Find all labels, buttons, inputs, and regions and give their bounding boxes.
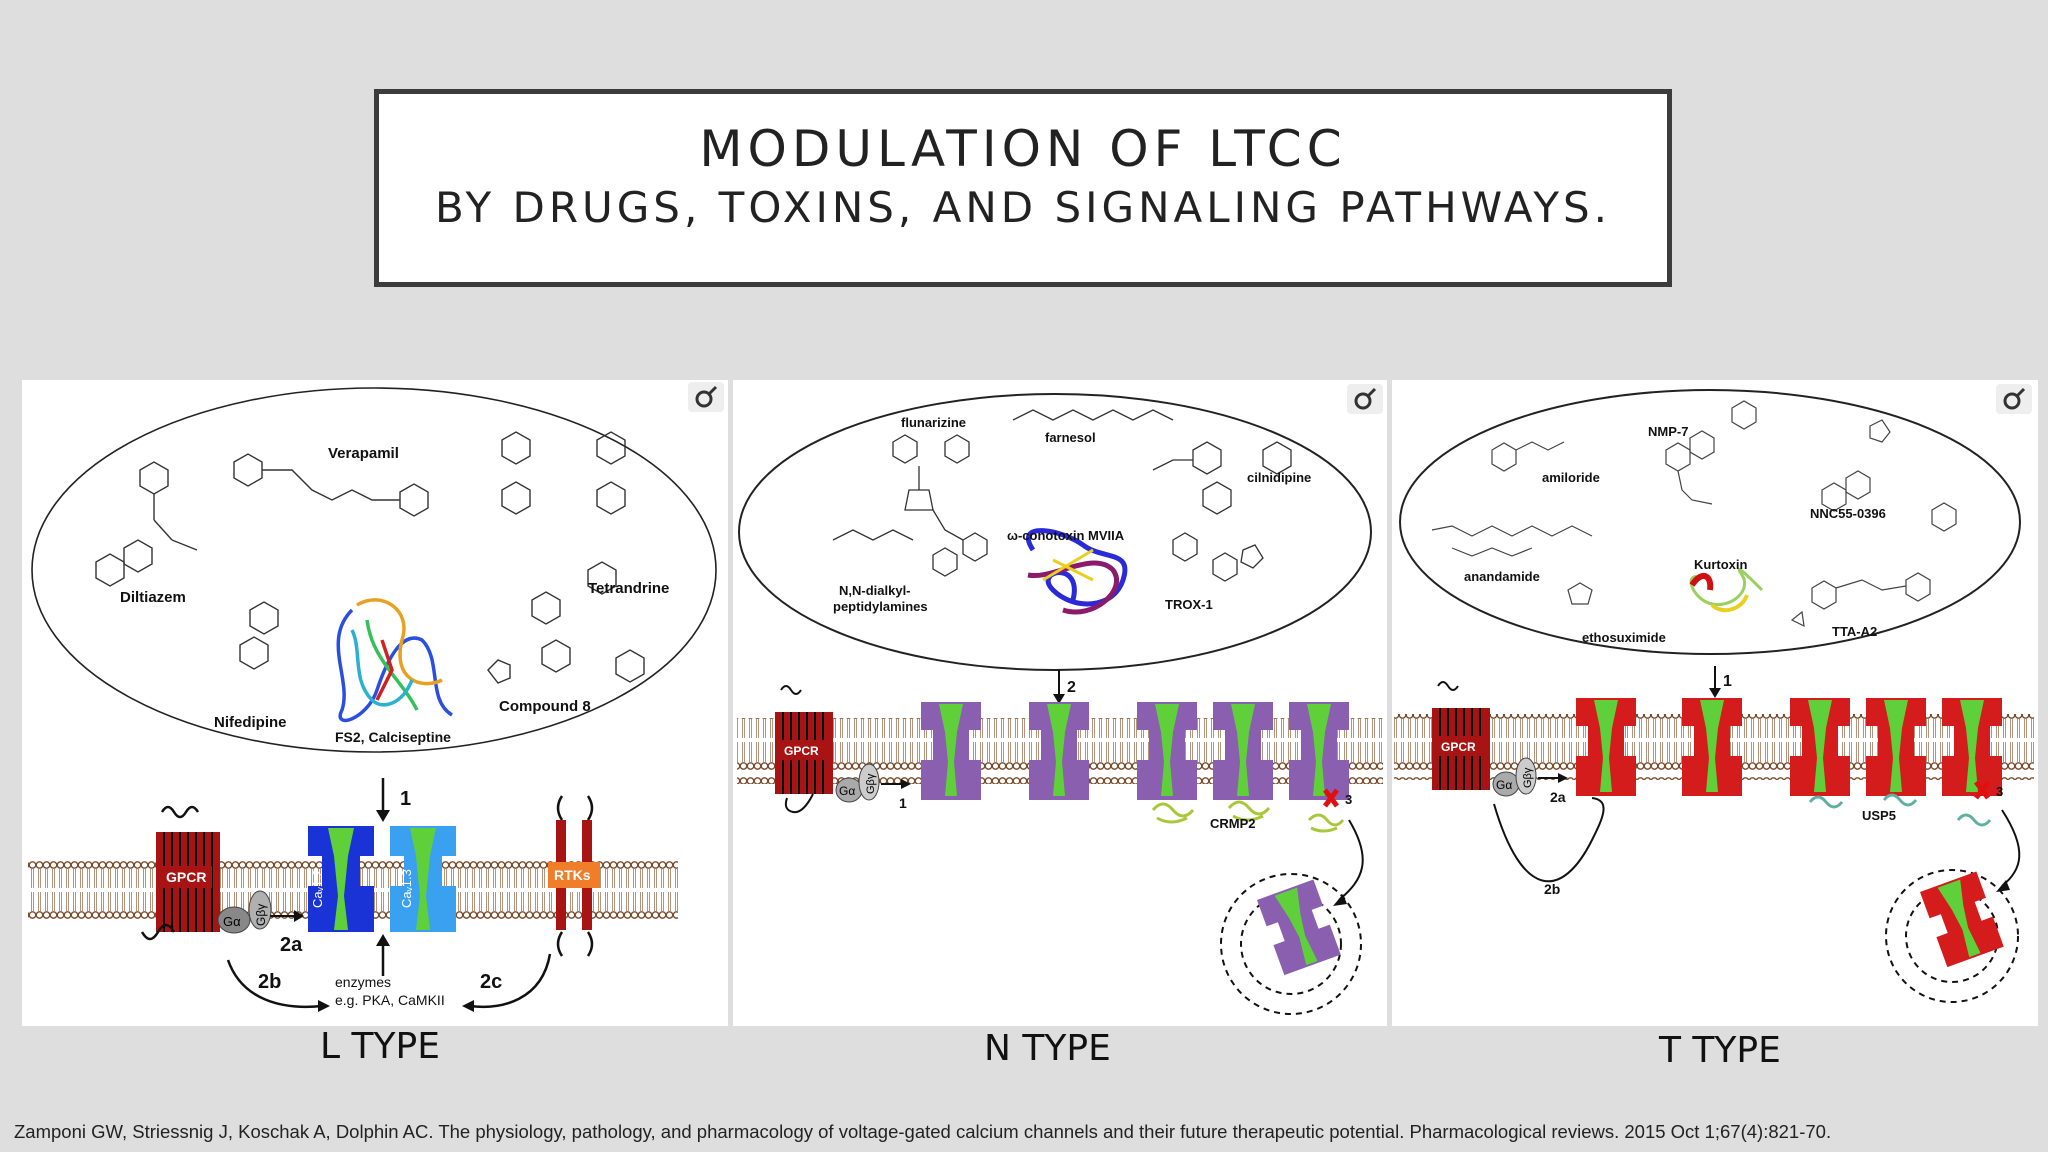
internalized-channel [1257,879,1341,976]
molecule-structures [95,431,645,684]
citation: Zamponi GW, Striessnig J, Koschak A, Dol… [14,1121,1832,1142]
rtk: RTKs [548,795,600,957]
svg-text:Gβγ: Gβγ [1522,767,1534,788]
gpcr: GPCR [775,685,833,814]
gpcr: GPCR [140,805,220,941]
compound-flunarizine: flunarizine [901,415,966,430]
compound-anandamide: anandamide [1464,569,1540,584]
channel-cav13: Caᵥ1.3 [390,826,456,932]
compound-cilnidipine: cilnidipine [1247,470,1311,485]
compound-kurtoxin: Kurtoxin [1694,557,1748,572]
g-beta-gamma [248,890,272,930]
compound-ellipse [738,393,1372,671]
svg-text:3: 3 [1345,792,1352,807]
compound-conotoxin: ω-conotoxin MVIIA [1007,528,1125,543]
label-enzymes: enzymes [335,974,391,990]
compound-farnesol: farnesol [1045,430,1096,445]
svg-text:Gβγ: Gβγ [254,904,268,926]
usp5-proteins [1808,793,1992,827]
compound-amiloride: amiloride [1542,470,1600,485]
label-enzymes-eg: e.g. PKA, CaMKII [335,992,445,1008]
compound-tetrandrine: Tetrandrine [588,580,669,597]
x-mark [1974,780,1990,800]
compound-trox1: TROX-1 [1165,597,1213,612]
caption-t-type: T TYPE [1659,1030,1781,1071]
g-beta-gamma [858,763,880,801]
compound-fs2-calciseptine: FS2, Calciseptine [335,729,451,745]
title-line1: MODULATION OF LTCC [699,120,1347,178]
label-usp5: USP5 [1862,808,1896,823]
compound-diltiazem: Diltiazem [120,589,186,606]
compound-peptidylamines: peptidylamines [833,599,928,614]
compound-ellipse [31,387,717,753]
compound-compound8: Compound 8 [499,698,591,715]
panel-l-type: Verapamil Diltiazem Tetrandrine Nifedipi… [22,380,728,1026]
x-mark [1323,788,1339,808]
fs2-toxin-structure [336,598,454,722]
svg-text:Gα: Gα [839,784,855,798]
magnify-icon[interactable] [1347,384,1383,414]
svg-text:2a: 2a [280,934,303,956]
svg-text:RTKs: RTKs [554,867,591,883]
svg-text:Gα: Gα [223,914,241,929]
gpcr: GPCR [1432,681,1490,790]
svg-text:GPCR: GPCR [166,869,206,885]
svg-text:2a: 2a [1550,789,1566,805]
svg-text:Caᵥ1.2: Caᵥ1.2 [310,869,325,908]
svg-text:Gβγ: Gβγ [865,773,877,794]
kurtoxin-structure [1689,568,1764,613]
svg-text:2b: 2b [1544,881,1560,897]
channel-cav12: Caᵥ1.2 [308,826,374,932]
panel-n-type: flunarizine farnesol cilnidipine ω-conot… [733,380,1387,1026]
compound-nnc55: NNC55-0396 [1810,506,1886,521]
compound-dialkyl: N,N-dialkyl- [839,583,911,598]
svg-text:2: 2 [1067,679,1076,696]
svg-text:GPCR: GPCR [784,744,819,758]
title-line2: BY DRUGS, TOXINS, AND SIGNALING PATHWAYS… [434,183,1612,232]
compound-tta-a2: TTA-A2 [1832,624,1877,639]
compound-nmp7: NMP-7 [1648,424,1688,439]
internalized-channel [1920,871,2004,968]
molecule-structures [832,409,1292,582]
compound-ethosuximide: ethosuximide [1582,630,1666,645]
g-beta-gamma [1515,757,1537,795]
panel-t-type: amiloride NMP-7 NNC55-0396 anandamide Ku… [1392,380,2038,1026]
caption-n-type: N TYPE [984,1028,1111,1069]
compound-nifedipine: Nifedipine [214,714,287,731]
molecule-structures [1431,400,1957,628]
t-channels [1576,698,2002,796]
label-crmp2: CRMP2 [1210,816,1256,831]
magnify-icon[interactable] [688,382,724,412]
n-channels [921,702,1349,800]
svg-text:3: 3 [1996,784,2003,799]
compound-verapamil: Verapamil [328,445,399,462]
svg-text:Gα: Gα [1496,778,1512,792]
svg-text:Caᵥ1.3: Caᵥ1.3 [399,869,414,908]
crmp2-proteins [1151,800,1345,833]
svg-text:GPCR: GPCR [1441,740,1476,754]
g-alpha [217,906,251,934]
caption-l-type: L TYPE [320,1026,440,1067]
compound-ellipse [1399,389,2021,655]
svg-text:2c: 2c [480,971,502,993]
title-box: MODULATION OF LTCC BY DRUGS, TOXINS, AND… [374,89,1672,287]
label-arrow1: 1 [400,788,411,810]
svg-text:1: 1 [899,795,907,811]
svg-text:2b: 2b [258,971,281,993]
svg-text:1: 1 [1723,673,1732,690]
conotoxin-structure [1025,528,1128,615]
magnify-icon[interactable] [1996,384,2032,414]
